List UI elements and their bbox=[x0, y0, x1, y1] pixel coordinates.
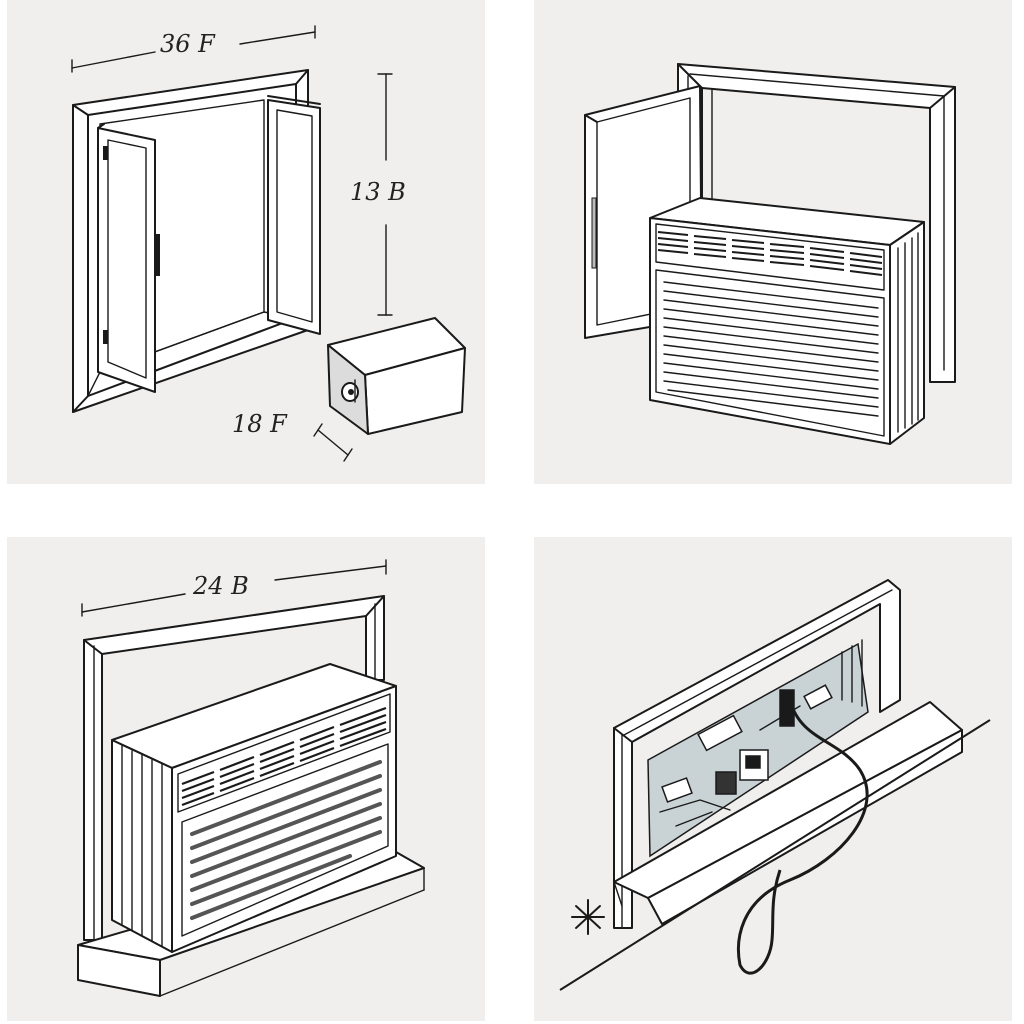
width-label: 36 F bbox=[160, 30, 216, 58]
depth-label: 18 F bbox=[232, 410, 288, 438]
height-label: 13 B bbox=[350, 178, 406, 206]
window-frame-open bbox=[72, 69, 321, 413]
spark-icon bbox=[571, 899, 605, 935]
window-frame-wiring bbox=[613, 579, 963, 929]
dimension-width: 36 F bbox=[71, 25, 316, 73]
ac-box bbox=[327, 317, 466, 435]
handle-icon bbox=[156, 234, 160, 276]
power-cord bbox=[559, 699, 991, 991]
air-conditioner-unit bbox=[649, 197, 925, 445]
air-conditioner-unit-sill bbox=[111, 663, 397, 953]
width-label-panel-3: 24 B bbox=[192, 572, 249, 600]
dimension-width-24: 24 B bbox=[81, 559, 387, 617]
dimension-height: 13 B bbox=[350, 73, 406, 316]
dimension-depth: 18 F bbox=[232, 410, 353, 462]
